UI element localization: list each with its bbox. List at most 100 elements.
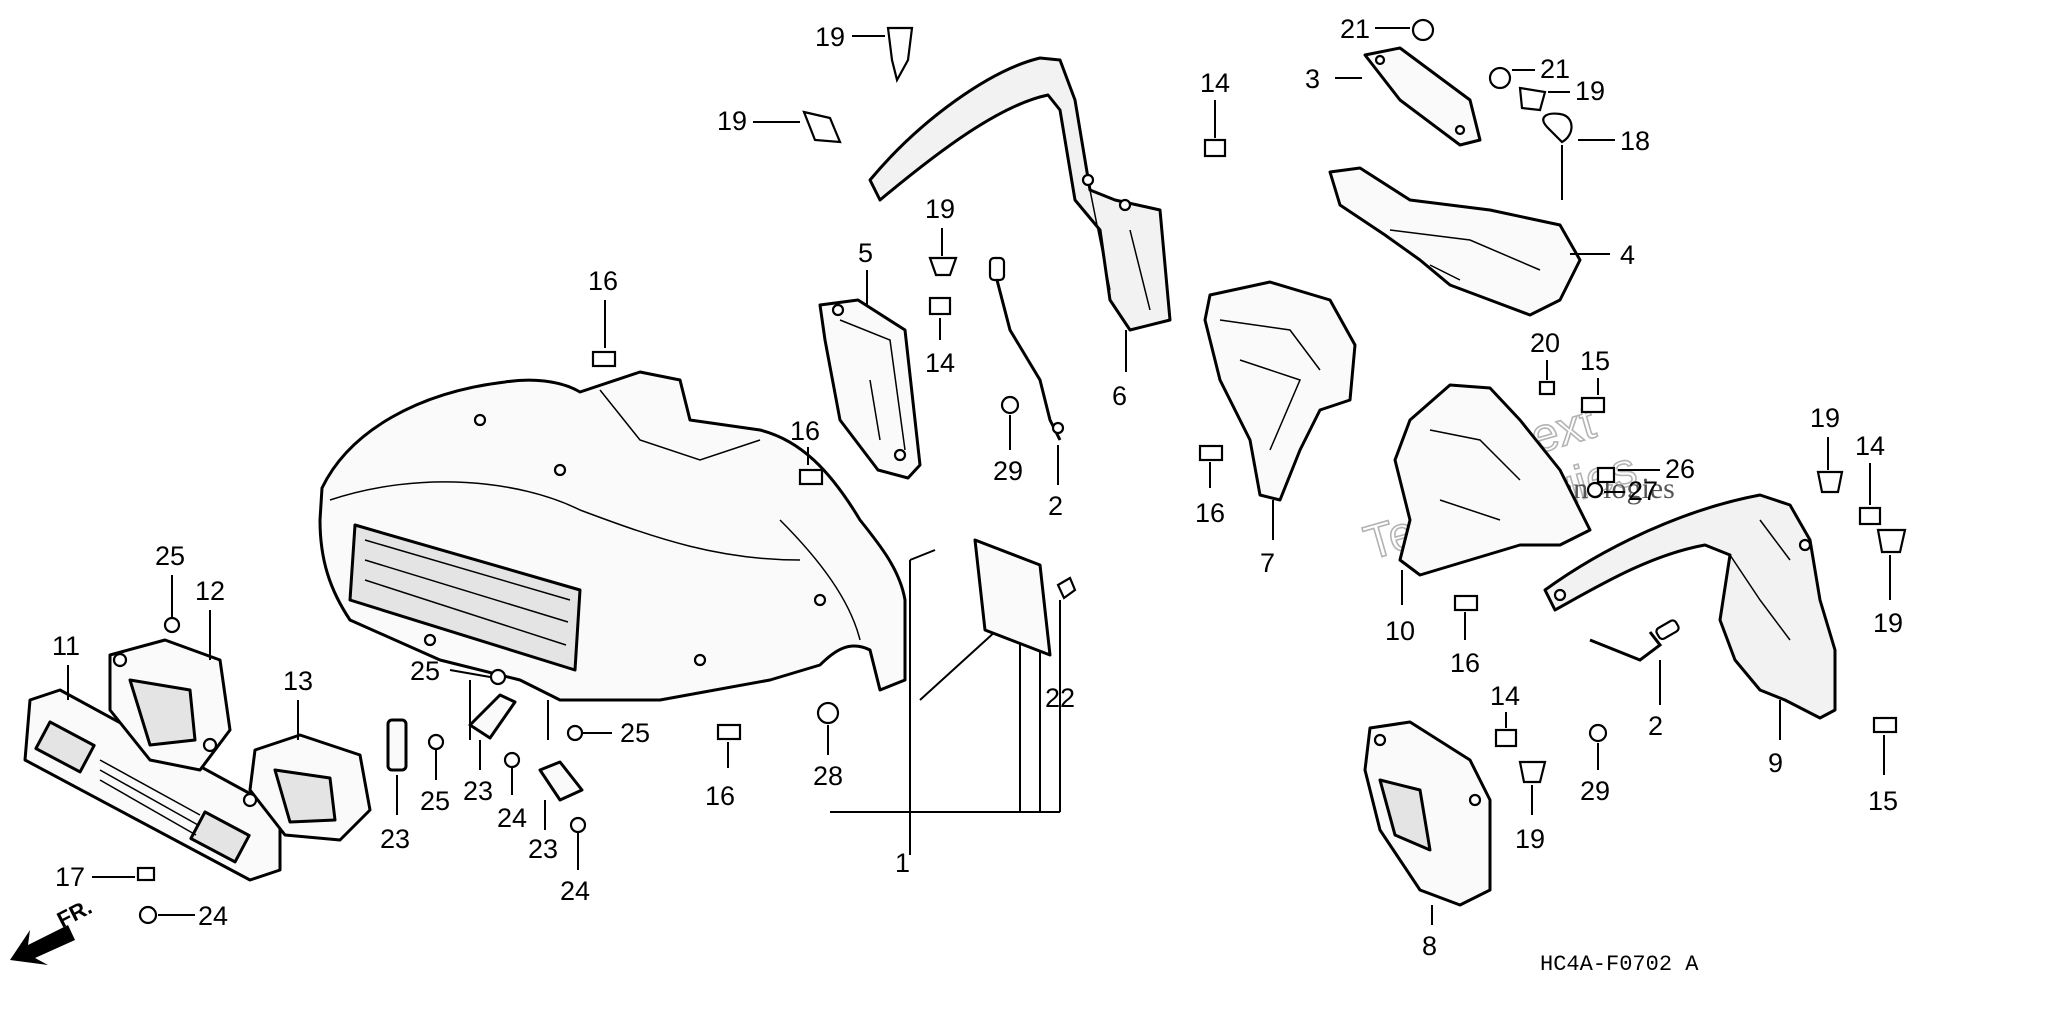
callout-group-16c: 16 xyxy=(705,723,742,811)
callout-28: 28 xyxy=(813,761,843,791)
callout-19a: 19 xyxy=(925,194,955,224)
callout-group-4: 4 xyxy=(1570,240,1635,270)
callout-group-19b: 19 xyxy=(815,22,914,83)
callout-25b: 25 xyxy=(420,786,450,816)
callout-group-25b: 25 xyxy=(420,733,450,816)
bolt-29-icon xyxy=(1000,395,1020,415)
callout-1: 1 xyxy=(895,848,910,878)
screw-24-icon xyxy=(138,905,158,925)
callout-group-9: 9 xyxy=(1768,700,1783,778)
pin-19-icon xyxy=(1518,760,1547,784)
callout-group-8: 8 xyxy=(1422,905,1437,961)
right-fender-part xyxy=(1543,493,1837,720)
front-fender-part xyxy=(318,370,907,702)
callout-group-24a: 24 xyxy=(497,751,527,833)
callout-11: 11 xyxy=(52,631,80,661)
callout-22: 22 xyxy=(1045,683,1075,713)
callout-group-17: 17 xyxy=(55,862,156,892)
callout-group-25c: 25 xyxy=(410,656,549,740)
bolt-22-icon xyxy=(1056,576,1077,600)
callout-group-19c: 19 xyxy=(717,106,842,144)
callout-group-26: 26 xyxy=(1596,454,1695,484)
callout-19c: 19 xyxy=(717,106,747,136)
bolt-16-icon xyxy=(1198,444,1224,462)
callout-16d: 16 xyxy=(1195,498,1225,528)
callout-group-29b: 29 xyxy=(1580,723,1610,806)
callout-9: 9 xyxy=(1768,748,1783,778)
pin-19-icon xyxy=(928,256,958,277)
callout-3: 3 xyxy=(1305,64,1320,94)
grommet-28-icon xyxy=(816,701,840,725)
fender-flap-center-part xyxy=(868,56,1172,332)
callout-group-25d: 25 xyxy=(566,718,650,748)
diagram-code: HC4A-F0702 A xyxy=(1540,952,1699,977)
nut-20-icon xyxy=(1538,380,1556,396)
callout-2b: 2 xyxy=(1648,711,1663,741)
callout-group-7: 7 xyxy=(1260,500,1275,578)
callout-group-29a: 29 xyxy=(993,395,1023,486)
callout-group-10: 10 xyxy=(1385,570,1415,646)
clip-21-icon xyxy=(1411,18,1435,42)
bolt-16-icon xyxy=(591,350,617,368)
callout-group-27: 27 xyxy=(1586,476,1658,506)
clip-23-icon xyxy=(538,760,584,802)
callout-26: 26 xyxy=(1665,454,1695,484)
callout-8: 8 xyxy=(1422,931,1437,961)
callout-25d: 25 xyxy=(620,718,650,748)
callout-15b: 15 xyxy=(1868,786,1898,816)
bolt-16-icon xyxy=(716,723,742,741)
callout-21a: 21 xyxy=(1340,14,1370,44)
headlight-bracket-right xyxy=(242,733,372,842)
callout-group-23a: 23 xyxy=(380,718,410,854)
callout-group-3: 3 xyxy=(1305,64,1362,94)
callout-21b: 21 xyxy=(1540,54,1570,84)
callout-6: 6 xyxy=(1112,381,1127,411)
screw-25-icon xyxy=(163,616,181,634)
callout-18: 18 xyxy=(1620,126,1650,156)
callout-14b: 14 xyxy=(925,348,955,378)
callout-27: 27 xyxy=(1628,476,1658,506)
callout-19d: 19 xyxy=(1575,76,1605,106)
callout-group-18: 18 xyxy=(1542,112,1650,200)
callout-group-5: 5 xyxy=(858,238,873,305)
callout-17: 17 xyxy=(55,862,85,892)
callout-14d: 14 xyxy=(1490,681,1520,711)
bolt-14-icon xyxy=(1858,506,1882,526)
clip-21-icon xyxy=(1488,66,1512,90)
bolt-15-icon xyxy=(1872,716,1898,734)
callout-group-13: 13 xyxy=(283,666,313,740)
callout-20: 20 xyxy=(1530,328,1560,358)
bolt-14-icon xyxy=(1494,728,1518,748)
callout-2a: 2 xyxy=(1048,491,1063,521)
callout-group-15b: 15 xyxy=(1868,716,1898,816)
callout-group-24c: 24 xyxy=(138,901,228,931)
callout-group-12: 12 25 xyxy=(155,541,225,660)
callout-19e: 19 xyxy=(1810,403,1840,433)
license-bracket-part xyxy=(973,538,1077,657)
nut-27-icon xyxy=(1586,481,1604,499)
callout-29a: 29 xyxy=(993,456,1023,486)
bracket-3-part xyxy=(1363,46,1482,147)
callout-19g: 19 xyxy=(1515,824,1545,854)
stay-rod-right xyxy=(1589,619,1680,662)
callout-15a: 15 xyxy=(1580,346,1610,376)
callout-23c: 23 xyxy=(528,834,558,864)
callout-group-19f: 19 xyxy=(1873,528,1907,638)
inner-fender-part xyxy=(1203,280,1357,502)
screw-24-icon xyxy=(569,816,587,834)
callout-group-24b: 24 xyxy=(560,816,590,906)
front-direction-arrow-icon: FR. xyxy=(10,894,96,965)
bolt-15-icon xyxy=(1580,396,1606,414)
callout-group-14c: 14 xyxy=(1855,431,1885,526)
callout-24c: 24 xyxy=(198,901,228,931)
callout-10: 10 xyxy=(1385,616,1415,646)
callout-group-2a: 2 xyxy=(1048,445,1063,521)
callout-group-2b: 2 xyxy=(1648,660,1663,741)
callout-group-19a: 19 xyxy=(925,194,958,277)
callout-group-16b: 16 xyxy=(790,416,824,486)
callout-group-15a: 15 xyxy=(1580,346,1610,414)
callout-group-23c: 23 xyxy=(528,760,584,864)
callout-group-14b: 14 xyxy=(925,296,955,378)
callout-group-6: 6 xyxy=(1112,330,1127,411)
